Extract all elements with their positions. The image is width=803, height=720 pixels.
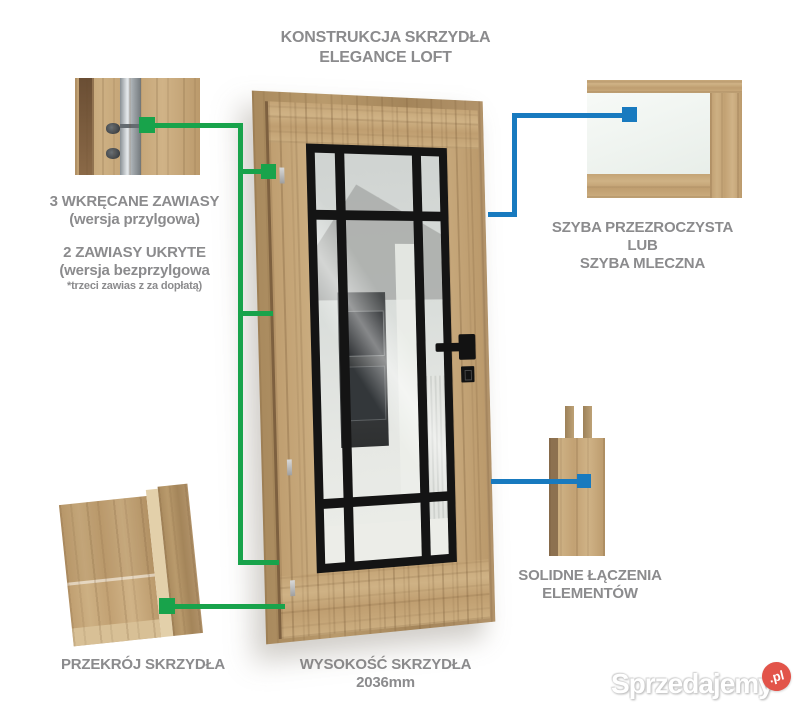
callout-line-hinge-photo <box>150 123 242 128</box>
glass-sample-photo <box>587 80 742 198</box>
watermark-brand: Sprzedajemy <box>611 668 773 700</box>
glass-sample-bottom-rail <box>587 174 710 198</box>
callout-marker-hinge-photo <box>139 117 155 133</box>
glass-sample-top-rail <box>587 80 742 93</box>
label-hidden-hinges: 2 ZAWIASY UKRYTE (wersja bezprzylgowa *t… <box>22 244 247 293</box>
muntin-horizontal-top <box>316 210 440 221</box>
callout-line-hinge-middle <box>243 311 273 316</box>
hinge-knuckle-seam <box>120 124 141 128</box>
callout-line-hinge-bottom <box>243 560 279 565</box>
label-glazing: SZYBA PRZEZROCZYSTA LUB SZYBA MLECZNA <box>545 219 740 273</box>
watermark: Sprzedajemy .pl <box>605 660 803 710</box>
label-joints-line2: ELEMENTÓW <box>500 585 680 603</box>
hinge-screw-icon <box>106 148 120 159</box>
joint-post <box>549 438 605 556</box>
hinge-photo-door-gap <box>79 78 92 175</box>
label-leaf-height-line1: WYSOKOŚĆ SKRZYDŁA <box>283 656 488 674</box>
door-glass <box>315 153 449 564</box>
callout-marker-joint <box>577 474 591 488</box>
callout-line-cross-section <box>170 604 285 609</box>
page-title-line2: ELEGANCE LOFT <box>233 48 538 68</box>
callout-line-glass-vertical <box>512 113 517 217</box>
cross-section-panel <box>59 496 161 646</box>
door-hinge-mark <box>279 167 284 183</box>
cross-section-bottom-cap <box>72 619 161 646</box>
door-glazing <box>306 143 457 573</box>
page-title: KONSTRUKCJA SKRZYDŁA ELEGANCE LOFT <box>233 28 538 68</box>
label-joints: SOLIDNE ŁĄCZENIA ELEMENTÓW <box>500 567 680 603</box>
hinge-photo-seam <box>92 78 94 175</box>
cross-section-photo <box>58 484 204 655</box>
label-cross-section-text: PRZEKRÓJ SKRZYDŁA <box>38 656 248 674</box>
label-screwed-hinges: 3 WKRĘCANE ZAWIASY (wersja przylgowa) <box>22 193 247 229</box>
glass-sample-pane <box>587 93 710 174</box>
door-hinge-mark <box>287 459 292 475</box>
callout-line-hinge-trunk <box>238 123 243 565</box>
glass-sample-right-stile <box>710 93 742 198</box>
label-joints-line1: SOLIDNE ŁĄCZENIA <box>500 567 680 585</box>
door-handle-lever <box>435 343 460 352</box>
door-bottom-rail <box>280 559 490 639</box>
door-illustration <box>252 91 495 645</box>
label-glazing-line1: SZYBA PRZEZROCZYSTA <box>545 219 740 237</box>
label-glazing-line3: SZYBA MLECZNA <box>545 255 740 273</box>
keyhole-icon <box>465 370 472 381</box>
callout-marker-door-hinge <box>261 164 276 179</box>
hinge-screw-icon <box>106 123 120 134</box>
label-leaf-height: WYSOKOŚĆ SKRZYDŁA 2036mm <box>283 656 488 692</box>
callout-line-glass-top <box>512 113 628 118</box>
joint-dowel <box>565 406 574 442</box>
label-screwed-hinges-line2: (wersja przylgowa) <box>22 211 247 229</box>
label-hidden-hinges-note: *trzeci zawias z za dopłatą) <box>22 280 247 293</box>
door-handle-rose <box>458 334 475 360</box>
label-hidden-hinges-line1: 2 ZAWIASY UKRYTE <box>22 244 247 262</box>
label-glazing-line2: LUB <box>545 237 740 255</box>
joint-post-edge <box>549 438 558 556</box>
page-title-line1: KONSTRUKCJA SKRZYDŁA <box>233 28 538 48</box>
label-hidden-hinges-line2: (wersja bezprzylgowa <box>22 262 247 280</box>
door-hinge-mark <box>290 580 295 596</box>
label-screwed-hinges-line1: 3 WKRĘCANE ZAWIASY <box>22 193 247 211</box>
joint-dowel <box>583 406 592 442</box>
door-top-rail <box>268 101 479 149</box>
cross-section-upper-shade <box>59 496 155 583</box>
label-cross-section: PRZEKRÓJ SKRZYDŁA <box>38 656 248 674</box>
callout-line-joint <box>491 479 581 484</box>
door-lock-escutcheon <box>461 366 475 382</box>
callout-marker-glass <box>622 107 637 122</box>
label-leaf-height-value: 2036mm <box>283 674 488 692</box>
callout-marker-cross-section <box>159 598 175 614</box>
